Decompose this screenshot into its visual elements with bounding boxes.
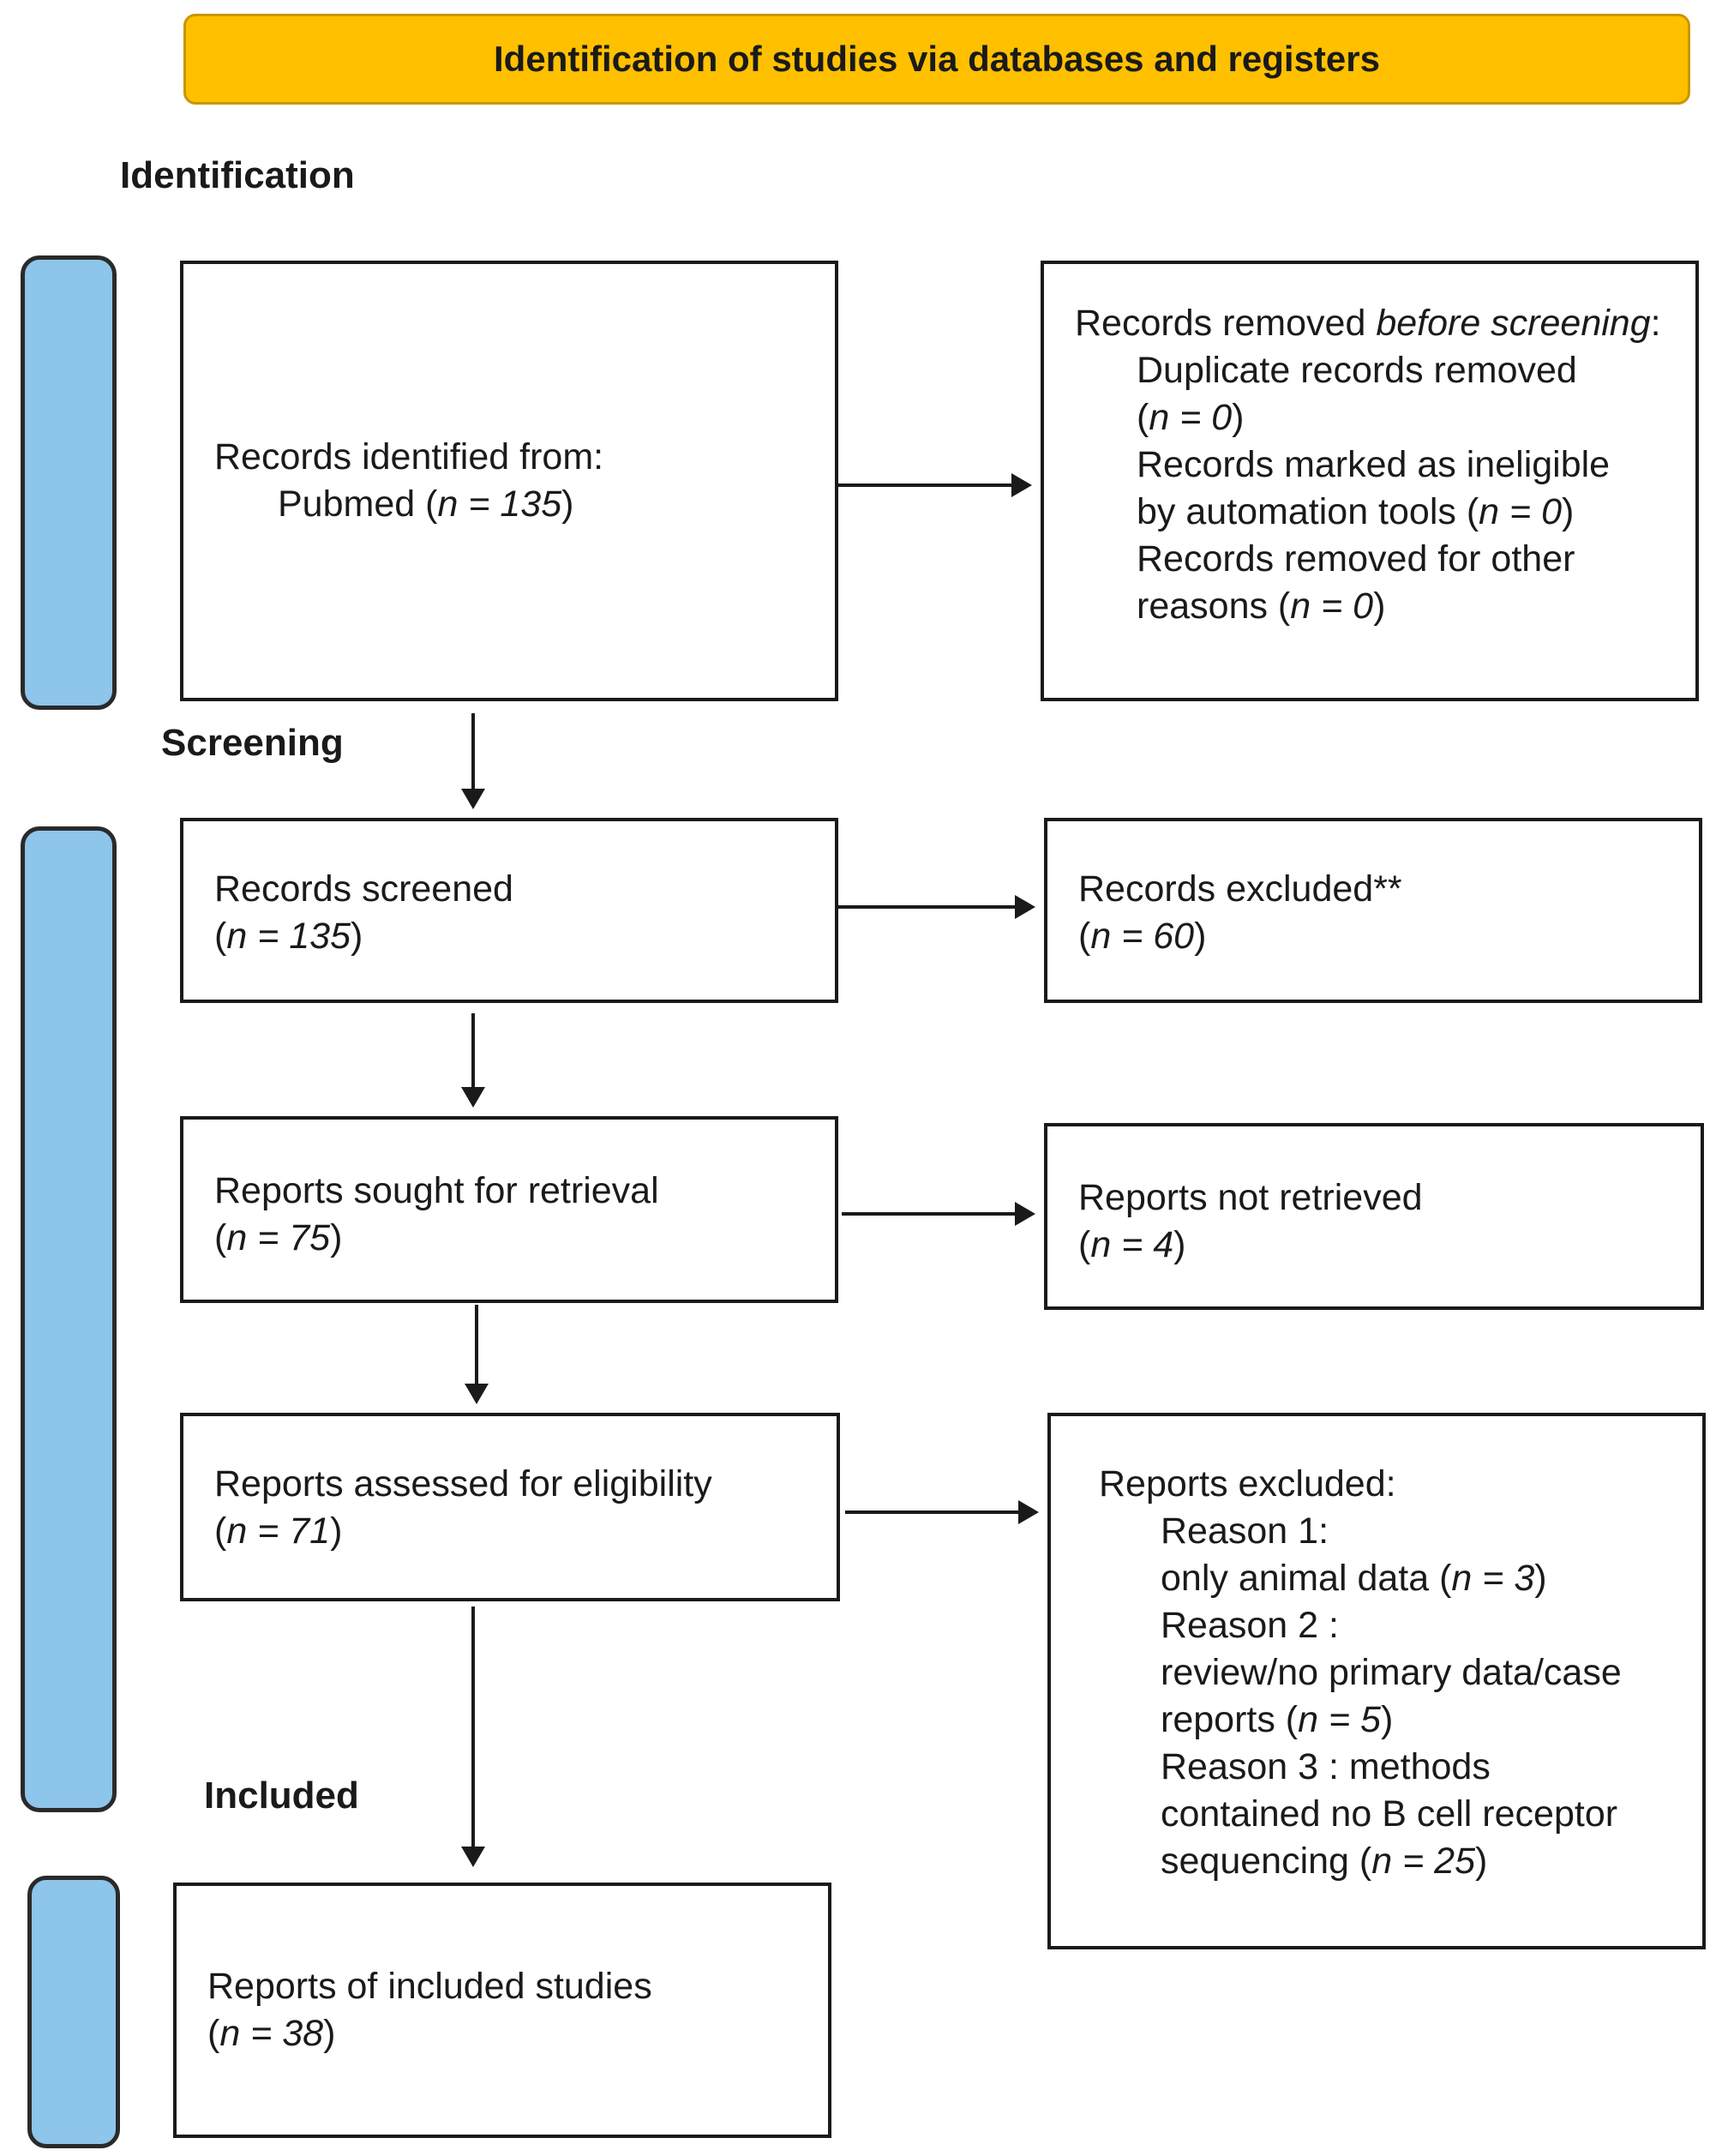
reason1-label: Reason 1: — [1161, 1510, 1329, 1552]
included-count: n = 38 — [219, 2013, 324, 2054]
arrowhead-4 — [461, 1087, 485, 1108]
included-count-line: (n = 38) — [207, 2013, 336, 2054]
removed-title-italic: before screening — [1376, 303, 1651, 344]
reason3-count: n = 25 — [1371, 1841, 1475, 1882]
reason1-text: only animal data — [1161, 1558, 1430, 1599]
assessed-label: Reports assessed for eligibility — [214, 1463, 712, 1504]
not-retrieved-label: Reports not retrieved — [1078, 1177, 1423, 1218]
automation-label-b: by automation tools — [1137, 491, 1456, 532]
sought-count-line: (n = 75) — [214, 1217, 343, 1258]
excluded-count: n = 60 — [1090, 916, 1195, 957]
other-count: n = 0 — [1290, 586, 1374, 627]
arrowhead-7 — [1018, 1500, 1039, 1524]
reason2-line: reports (n = 5) — [1161, 1699, 1394, 1740]
records-identified-label: Records identified from: — [214, 436, 604, 477]
phase-bar-screening — [21, 826, 117, 1812]
excluded-label: Records excluded** — [1078, 868, 1402, 910]
records-removed-title: Records removed before screening: — [1075, 300, 1678, 347]
records-screened-box: Records screened (n = 135) — [180, 818, 838, 1003]
reports-assessed-box: Reports assessed for eligibility (n = 71… — [180, 1413, 840, 1601]
screened-count: n = 135 — [226, 916, 351, 957]
sought-label: Reports sought for retrieval — [214, 1170, 659, 1211]
reason2-text-b: reports — [1161, 1699, 1275, 1740]
not-retrieved-count-line: (n = 4) — [1078, 1224, 1186, 1265]
included-studies-box: Reports of included studies (n = 38) — [173, 1883, 831, 2138]
arrowhead-8 — [461, 1847, 485, 1867]
arrowhead-1 — [1011, 473, 1032, 497]
automation-label-a: Records marked as ineligible — [1137, 444, 1611, 485]
reason3-text-a: contained no B cell receptor — [1161, 1793, 1618, 1835]
assessed-count: n = 71 — [226, 1510, 331, 1552]
reason2-label: Reason 2 : — [1161, 1605, 1339, 1646]
reason1-line: only animal data (n = 3) — [1161, 1558, 1547, 1599]
stage-label-included: Included — [204, 1775, 359, 1817]
records-removed-box: Records removed before screening: Duplic… — [1041, 261, 1699, 701]
reports-excluded-box: Reports excluded: Reason 1: only animal … — [1047, 1413, 1706, 1949]
screened-count-line: (n = 135) — [214, 916, 363, 957]
removed-title-colon: : — [1650, 303, 1661, 344]
duplicates-count-line: (n = 0) — [1137, 397, 1245, 438]
reason3-line: sequencing (n = 25) — [1161, 1841, 1488, 1882]
other-line: reasons (n = 0) — [1137, 586, 1386, 627]
source-name: Pubmed — [278, 483, 416, 525]
reason1-count: n = 3 — [1451, 1558, 1535, 1599]
arrowhead-6 — [465, 1384, 489, 1404]
automation-line: by automation tools (n = 0) — [1137, 491, 1575, 532]
not-retrieved-count: n = 4 — [1090, 1224, 1174, 1265]
duplicates-label: Duplicate records removed — [1137, 350, 1577, 391]
arrowhead-5 — [1015, 1202, 1035, 1226]
arrowhead-2 — [461, 789, 485, 809]
stage-label-screening: Screening — [161, 722, 344, 764]
excluded-count-line: (n = 60) — [1078, 916, 1207, 957]
header-title: Identification of studies via databases … — [494, 39, 1380, 79]
stage-label-identification: Identification — [120, 154, 355, 196]
reason2-count: n = 5 — [1298, 1699, 1381, 1740]
automation-count: n = 0 — [1479, 491, 1563, 532]
removed-title-text: Records removed — [1075, 303, 1377, 344]
phase-bar-included — [27, 1876, 120, 2148]
reason2-text-a: review/no primary data/case — [1161, 1652, 1622, 1693]
records-identified-box: Records identified from: Pubmed (n = 135… — [180, 261, 838, 701]
sought-count: n = 75 — [226, 1217, 331, 1258]
duplicates-count: n = 0 — [1149, 397, 1233, 438]
source-count: n = 135 — [437, 483, 562, 525]
reports-sought-box: Reports sought for retrieval (n = 75) — [180, 1116, 838, 1303]
reports-excluded-title: Reports excluded: — [1099, 1463, 1396, 1504]
assessed-count-line: (n = 71) — [214, 1510, 343, 1552]
reason3-label: Reason 3 : methods — [1161, 1746, 1491, 1787]
other-label-b: reasons — [1137, 586, 1268, 627]
records-identified-source-line: Pubmed (n = 135) — [278, 483, 574, 525]
arrowhead-3 — [1015, 895, 1035, 919]
reports-not-retrieved-box: Reports not retrieved (n = 4) — [1044, 1123, 1704, 1310]
reason3-text-b: sequencing — [1161, 1841, 1349, 1882]
other-label-a: Records removed for other — [1137, 538, 1575, 580]
included-label: Reports of included studies — [207, 1966, 652, 2007]
screened-label: Records screened — [214, 868, 513, 910]
phase-bar-identification — [21, 255, 117, 710]
records-excluded-box: Records excluded** (n = 60) — [1044, 818, 1702, 1003]
header-banner: Identification of studies via databases … — [183, 14, 1690, 105]
